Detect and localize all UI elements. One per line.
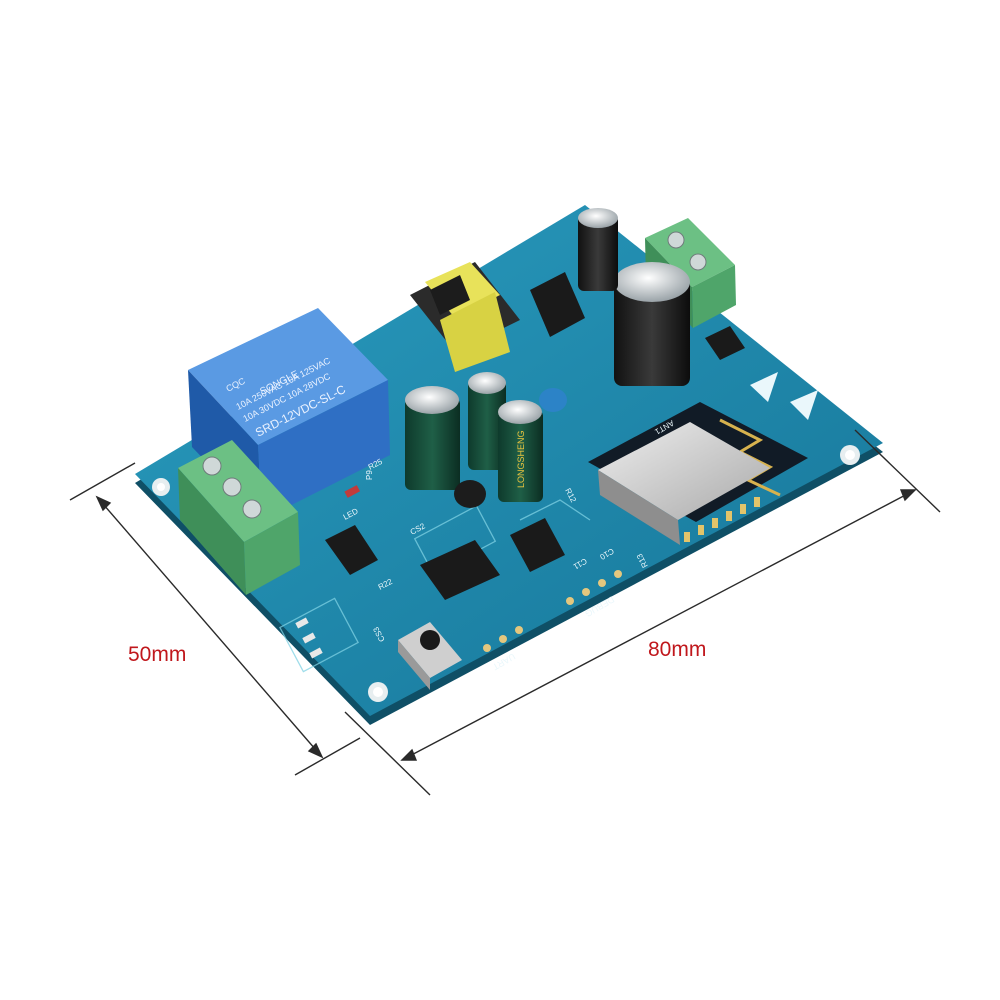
transformer bbox=[410, 262, 520, 372]
ic-chips bbox=[325, 272, 745, 600]
leds bbox=[295, 485, 361, 659]
length-dimension-label: 80mm bbox=[648, 638, 707, 661]
rf-shield bbox=[598, 422, 770, 520]
push-button bbox=[398, 622, 462, 690]
double-arrow-icon bbox=[401, 489, 916, 761]
terminal-block-left bbox=[178, 440, 300, 595]
ceramic-capacitor bbox=[539, 388, 567, 412]
capacitor-brand: LONGSHENG bbox=[516, 430, 526, 488]
electrolytic-capacitors: LONGSHENG bbox=[405, 208, 690, 508]
wifi-module bbox=[588, 402, 808, 545]
double-arrow-icon bbox=[96, 496, 323, 758]
mark-p9: P9 bbox=[365, 470, 374, 480]
hazard-triangle-icon bbox=[750, 372, 818, 420]
length-dimension bbox=[344, 429, 941, 796]
width-dimension bbox=[69, 462, 361, 776]
pin-headers bbox=[483, 570, 622, 652]
width-dimension-label: 50mm bbox=[128, 643, 187, 666]
